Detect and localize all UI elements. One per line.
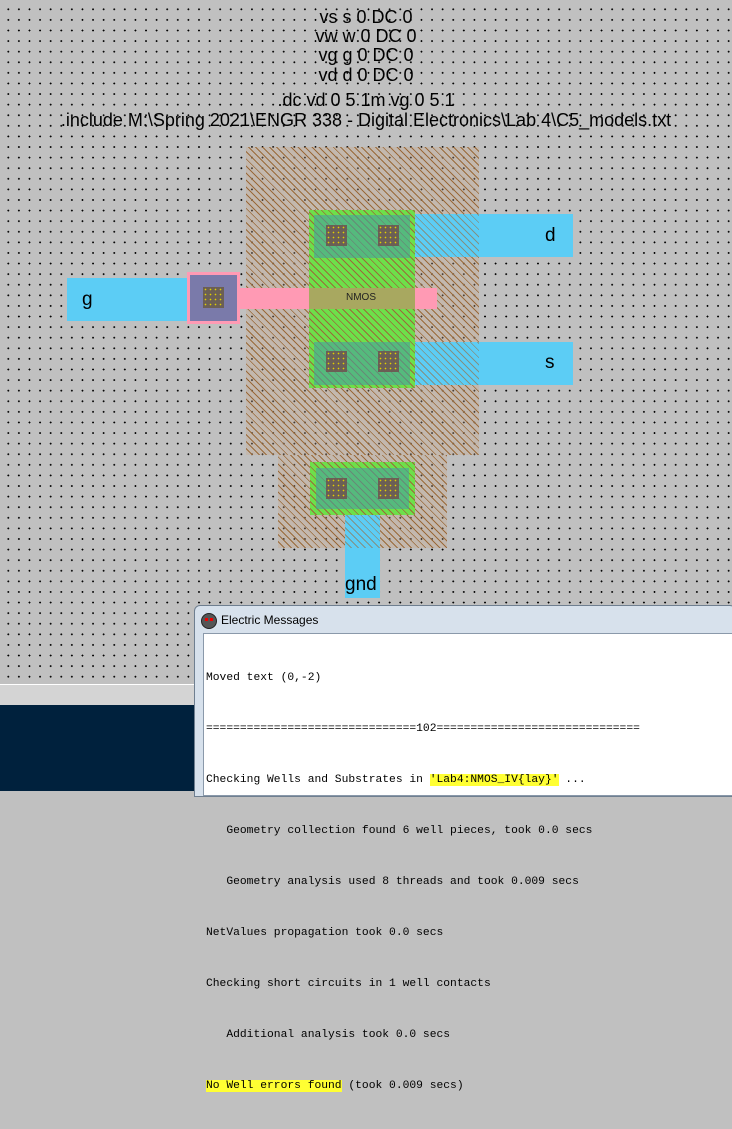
messages-window[interactable]: Electric Messages Moved text (0,-2) ====… xyxy=(194,605,732,1092)
contact-cut xyxy=(326,478,347,499)
highlighted-text: No Well errors found xyxy=(206,1080,342,1092)
message-line: Geometry analysis used 8 threads and too… xyxy=(206,876,579,888)
contact-cut xyxy=(378,225,399,246)
message-line: Checking short circuits in 1 well contac… xyxy=(206,978,491,990)
message-line: Additional analysis took 0.0 secs xyxy=(206,1029,451,1041)
gate-channel xyxy=(309,288,415,309)
spice-line[interactable]: .dc vd 0 5 1m vg 0 5 1 xyxy=(277,90,455,110)
messages-text-area[interactable]: Moved text (0,-2) ======================… xyxy=(203,633,732,1092)
port-label-gnd[interactable]: gnd xyxy=(345,574,377,595)
spice-line[interactable]: .include M:\Spring 2021\ENGR 338 - Digit… xyxy=(60,110,672,130)
spice-line[interactable]: vw w 0 DC 0 xyxy=(315,26,417,46)
spice-line[interactable]: vg g 0 DC 0 xyxy=(318,45,414,65)
message-text: (took 0.009 secs) xyxy=(341,1080,464,1092)
metal-gnd-overlap xyxy=(345,515,380,548)
port-label-d[interactable]: d xyxy=(545,225,556,246)
message-line: ===============================102======… xyxy=(206,723,640,735)
contact-cut xyxy=(378,351,399,372)
message-line: Geometry collection found 6 well pieces,… xyxy=(206,825,593,837)
contact-cut xyxy=(326,225,347,246)
transistor-label: NMOS xyxy=(346,292,376,303)
window-title: Electric Messages xyxy=(221,613,319,627)
spice-line[interactable]: vd d 0 DC 0 xyxy=(318,65,414,85)
spice-line[interactable]: vs s 0 DC 0 xyxy=(319,7,413,27)
electric-app-icon xyxy=(201,613,217,629)
metal-s-overlap xyxy=(415,342,479,385)
message-line: Checking Wells and Substrates in 'Lab4:N… xyxy=(206,772,732,789)
highlighted-text: 'Lab4:NMOS_IV{lay}' xyxy=(429,774,559,786)
port-label-s[interactable]: s xyxy=(545,352,555,373)
contact-cut xyxy=(378,478,399,499)
message-text: ... xyxy=(558,774,586,786)
message-line: NetValues propagation took 0.0 secs xyxy=(206,927,444,939)
message-text: Checking Wells and Substrates in xyxy=(206,774,430,786)
message-line: Moved text (0,-2) xyxy=(206,672,322,684)
message-line: No Well errors found (took 0.009 secs) xyxy=(206,1078,732,1095)
metal-g[interactable] xyxy=(67,278,190,321)
layout-canvas[interactable]: vs s 0 DC 0 vw w 0 DC 0 vg g 0 DC 0 vd d… xyxy=(0,0,732,684)
port-label-g[interactable]: g xyxy=(82,289,93,310)
metal-d-overlap xyxy=(415,214,479,257)
contact-cut xyxy=(203,287,224,308)
contact-cut xyxy=(326,351,347,372)
